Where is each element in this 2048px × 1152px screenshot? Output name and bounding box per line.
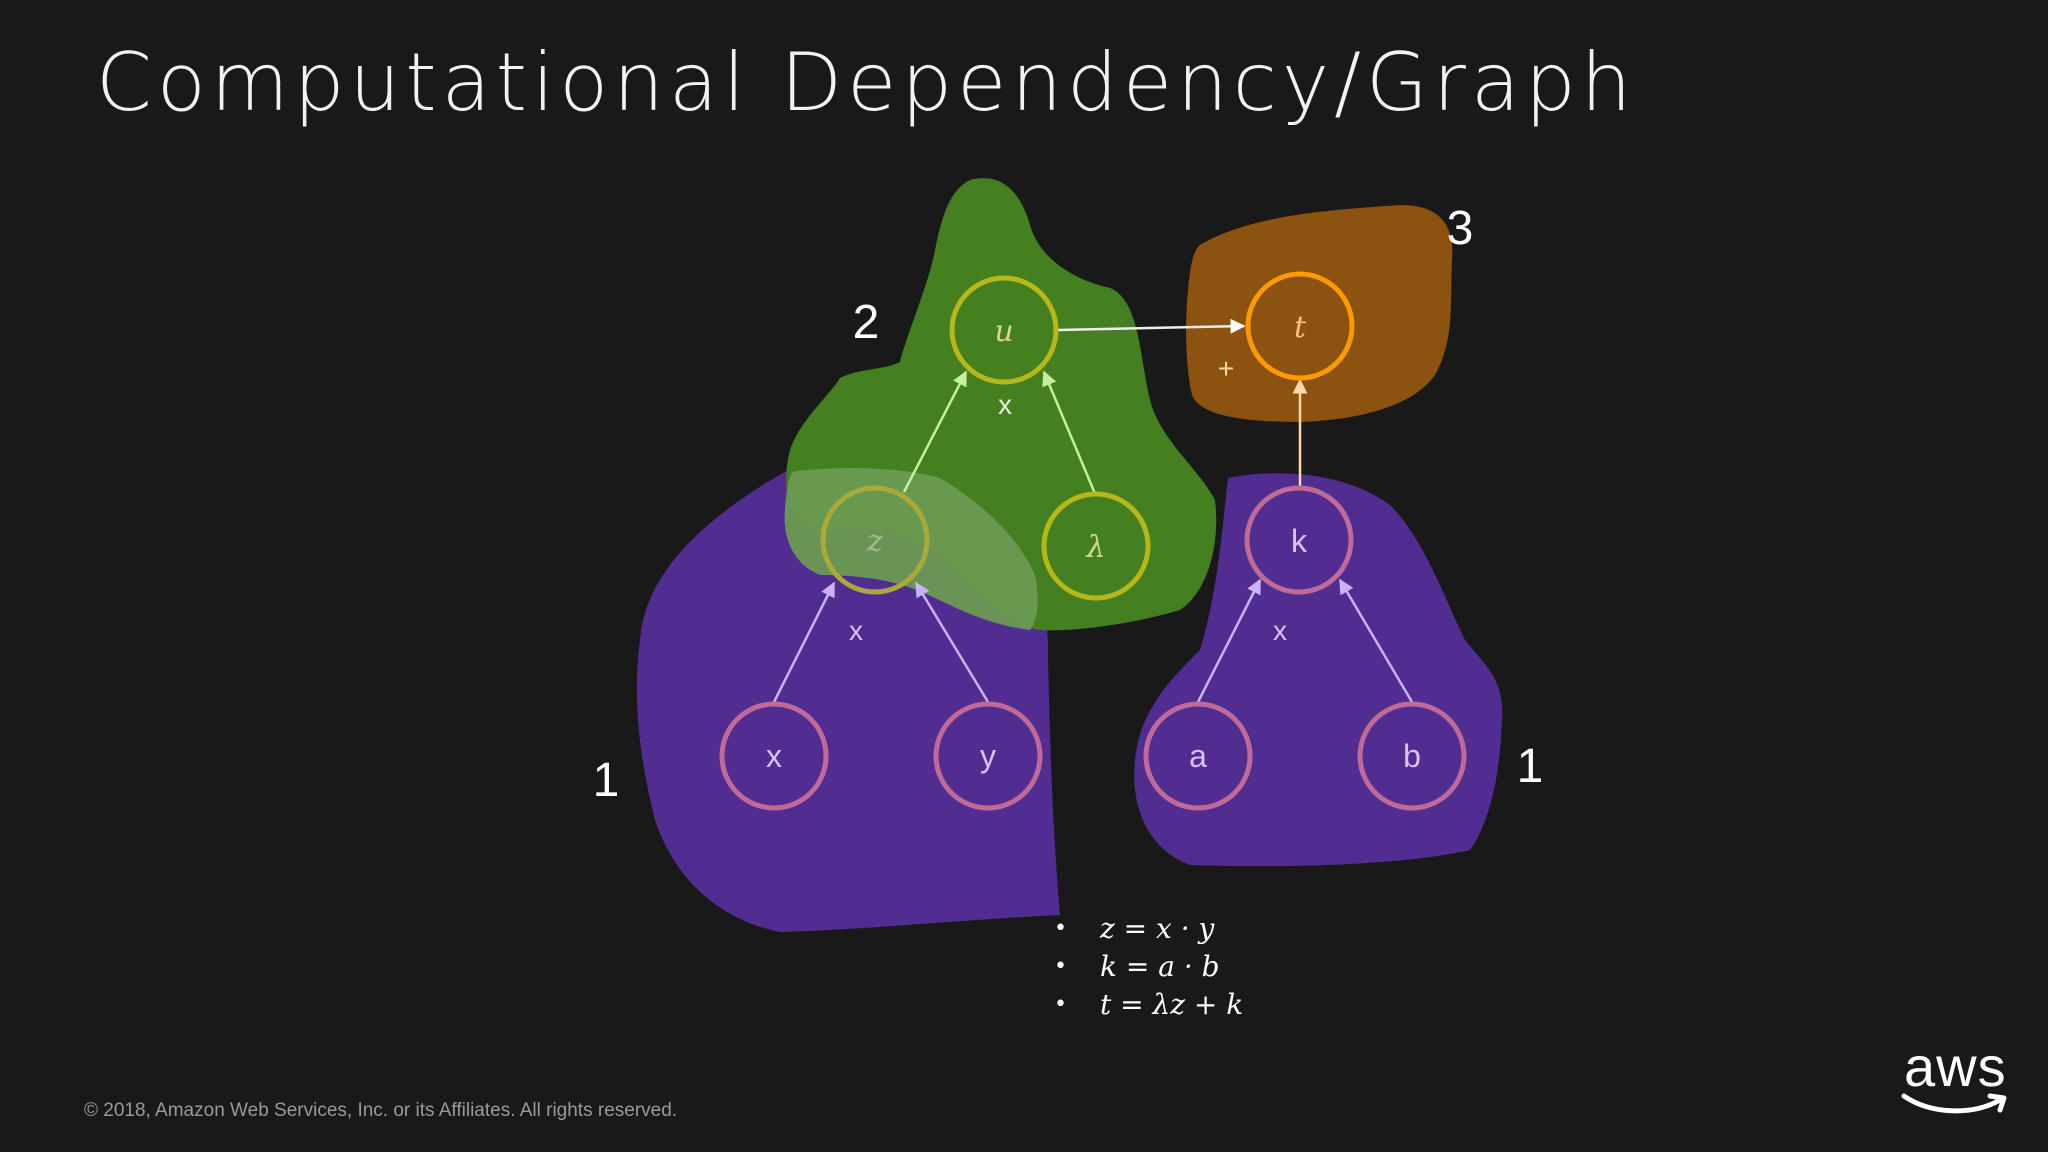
edge-y-z [914,581,990,703]
edge-u-t [1057,318,1246,334]
node-lambda-label: λ [1085,530,1105,565]
edge-a-k [1196,578,1262,703]
level1-right-region [1134,473,1503,867]
equation-text: t = λz + k [1100,988,1244,1021]
equation-list: • z = x · y • k = a · b • t = λz + k [1054,910,1243,1024]
node-y-label: y [980,738,996,774]
operator-k: x [1273,615,1287,646]
node-b-label: b [1403,738,1421,774]
group-label-1-left: 1 [593,754,620,807]
copyright-footer: © 2018, Amazon Web Services, Inc. or its… [84,1100,678,1121]
level3-region [1186,205,1453,422]
operator-u: x [998,389,1012,420]
overlap-region [784,468,1038,630]
bullet: • [1054,992,1067,1017]
node-z-label: z [866,524,883,559]
bullet: • [1054,916,1067,941]
node-k-label: k [1291,523,1308,559]
group-label-2: 2 [853,296,880,349]
node-t: t [1245,271,1355,381]
equation-item: • k = a · b [1054,948,1243,986]
operator-t: + [1218,353,1234,384]
node-x-label: x [766,738,782,774]
node-b: b [1357,701,1467,811]
edge-lambda-u [1042,370,1098,497]
node-t-label: t [1294,310,1307,345]
operator-z: x [849,615,863,646]
equation-item: • z = x · y [1054,910,1243,948]
group-label-1-right: 1 [1517,740,1544,793]
node-u: u [949,275,1059,385]
node-k: k [1244,485,1354,595]
aws-smile-icon [1901,1093,2007,1114]
aws-logo-text: aws [1904,1035,2007,1098]
slide-title: Computational Dependency/Graph [96,36,1637,129]
node-x: x [719,701,829,811]
node-a: a [1143,701,1253,811]
bullet: • [1054,954,1067,979]
node-lambda: λ [1041,491,1151,601]
equation-text: k = a · b [1100,950,1220,983]
node-a-label: a [1189,738,1207,774]
group-label-3: 3 [1447,202,1474,255]
edge-b-k [1338,578,1414,703]
node-z: z [820,485,930,595]
aws-logo: aws [1900,1035,2012,1120]
equation-text: z = x · y [1100,912,1215,945]
node-u-label: u [994,314,1013,349]
edge-x-z [772,581,836,703]
edge-z-u [902,370,968,493]
node-y: y [933,701,1043,811]
equation-item: • t = λz + k [1054,986,1243,1024]
